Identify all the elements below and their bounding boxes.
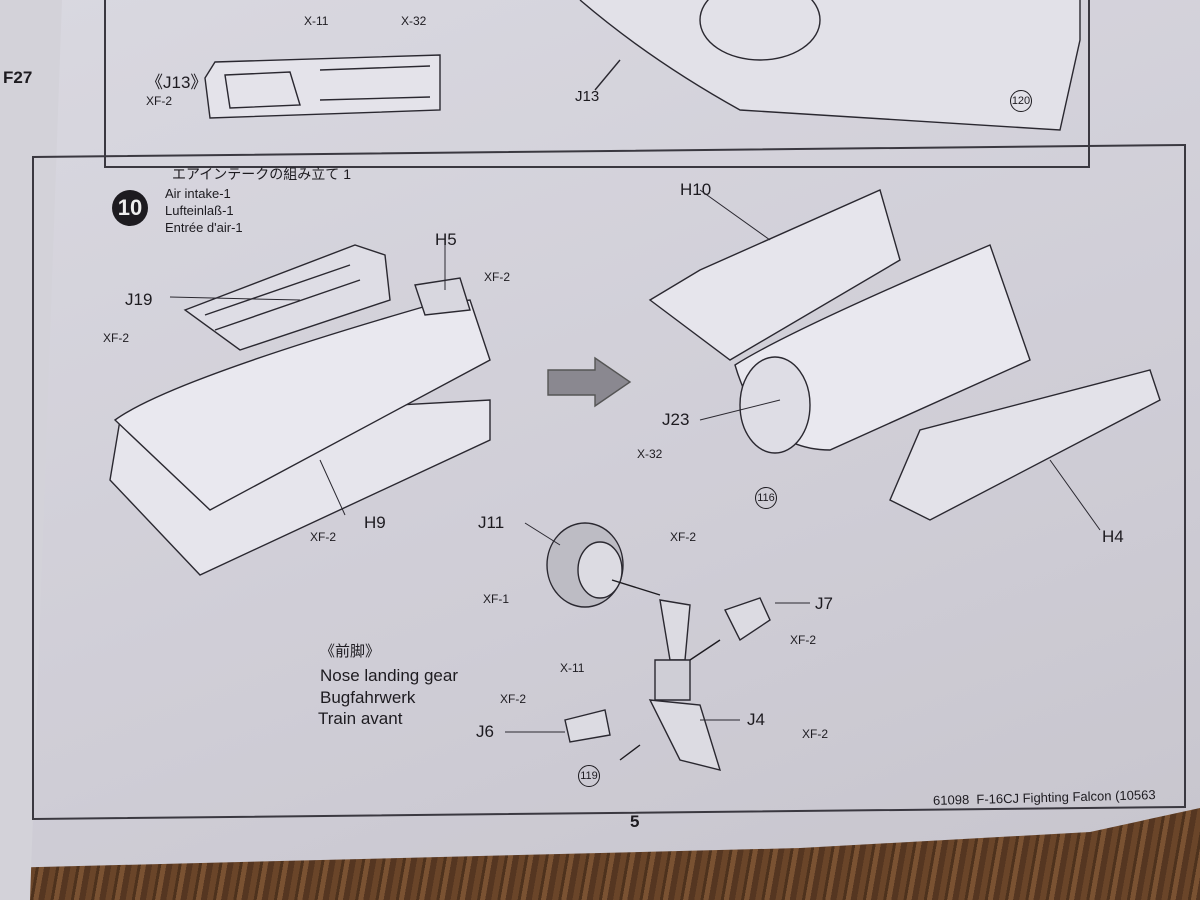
paint-j23: X-32: [637, 447, 663, 461]
footer-kit-code: 61098: [932, 791, 970, 808]
nose-gear-drawing: [546, 522, 771, 771]
paint-callout-x11: X-11: [304, 14, 329, 28]
h9-h5-drawing: [109, 244, 491, 576]
prev-page-label: F27: [3, 68, 33, 87]
step-title-fr: Entrée d'air-1: [165, 220, 243, 235]
j13-large-drawing: [579, 0, 1081, 131]
nose-gear-title-fr: Train avant: [318, 709, 403, 728]
part-label-j11: J11: [478, 513, 505, 532]
top-panel: [104, 0, 1090, 168]
paint-strut: X-11: [560, 661, 585, 675]
paint-tire: XF-1: [483, 592, 510, 606]
j13-small-drawing: [204, 54, 441, 119]
step-title-de: Lufteinlaß-1: [165, 203, 234, 218]
paint-j6: XF-2: [500, 692, 527, 706]
part-label-j6: J6: [476, 722, 494, 741]
arrow-right: [547, 356, 632, 408]
paint-j4: XF-2: [802, 727, 829, 741]
paint-callout-x32: X-32: [401, 14, 427, 28]
step-number-badge: 10: [112, 190, 148, 226]
step-title-ja: エアインテークの組み立て 1: [172, 166, 351, 182]
part-label-h10: H10: [680, 180, 712, 199]
part-label-j19: J19: [125, 290, 153, 309]
part-label-h5: H5: [435, 230, 457, 249]
paint-h9: XF-2: [310, 530, 337, 544]
ref-number-120: 120: [1010, 90, 1032, 112]
nose-gear-title-ja: 《前脚》: [320, 643, 381, 660]
part-label-h9: H9: [364, 513, 386, 532]
step-title-en: Air intake-1: [165, 186, 231, 201]
page-number: 5: [630, 812, 640, 831]
paint-j11: XF-2: [670, 530, 697, 544]
part-label-j23: J23: [662, 410, 690, 429]
paint-callout-xf2: XF-2: [146, 94, 173, 108]
ref-number-119: 119: [578, 765, 600, 787]
part-label-j7: J7: [815, 594, 833, 613]
paint-j7: XF-2: [790, 633, 817, 647]
paint-j19: XF-2: [103, 331, 130, 345]
part-label-h4: H4: [1102, 527, 1124, 546]
leader-lines: [169, 189, 1101, 733]
part-label-j13: J13: [575, 88, 600, 105]
ref-number-116: 116: [755, 487, 777, 509]
part-label-j4: J4: [747, 710, 765, 729]
nose-gear-title-en: Nose landing gear: [320, 666, 458, 685]
paint-h5: XF-2: [484, 270, 511, 284]
nose-gear-title-de: Bugfahrwerk: [320, 688, 416, 707]
j13-section-title: 《J13》: [146, 73, 208, 92]
air-intake-drawing: [648, 189, 1161, 521]
